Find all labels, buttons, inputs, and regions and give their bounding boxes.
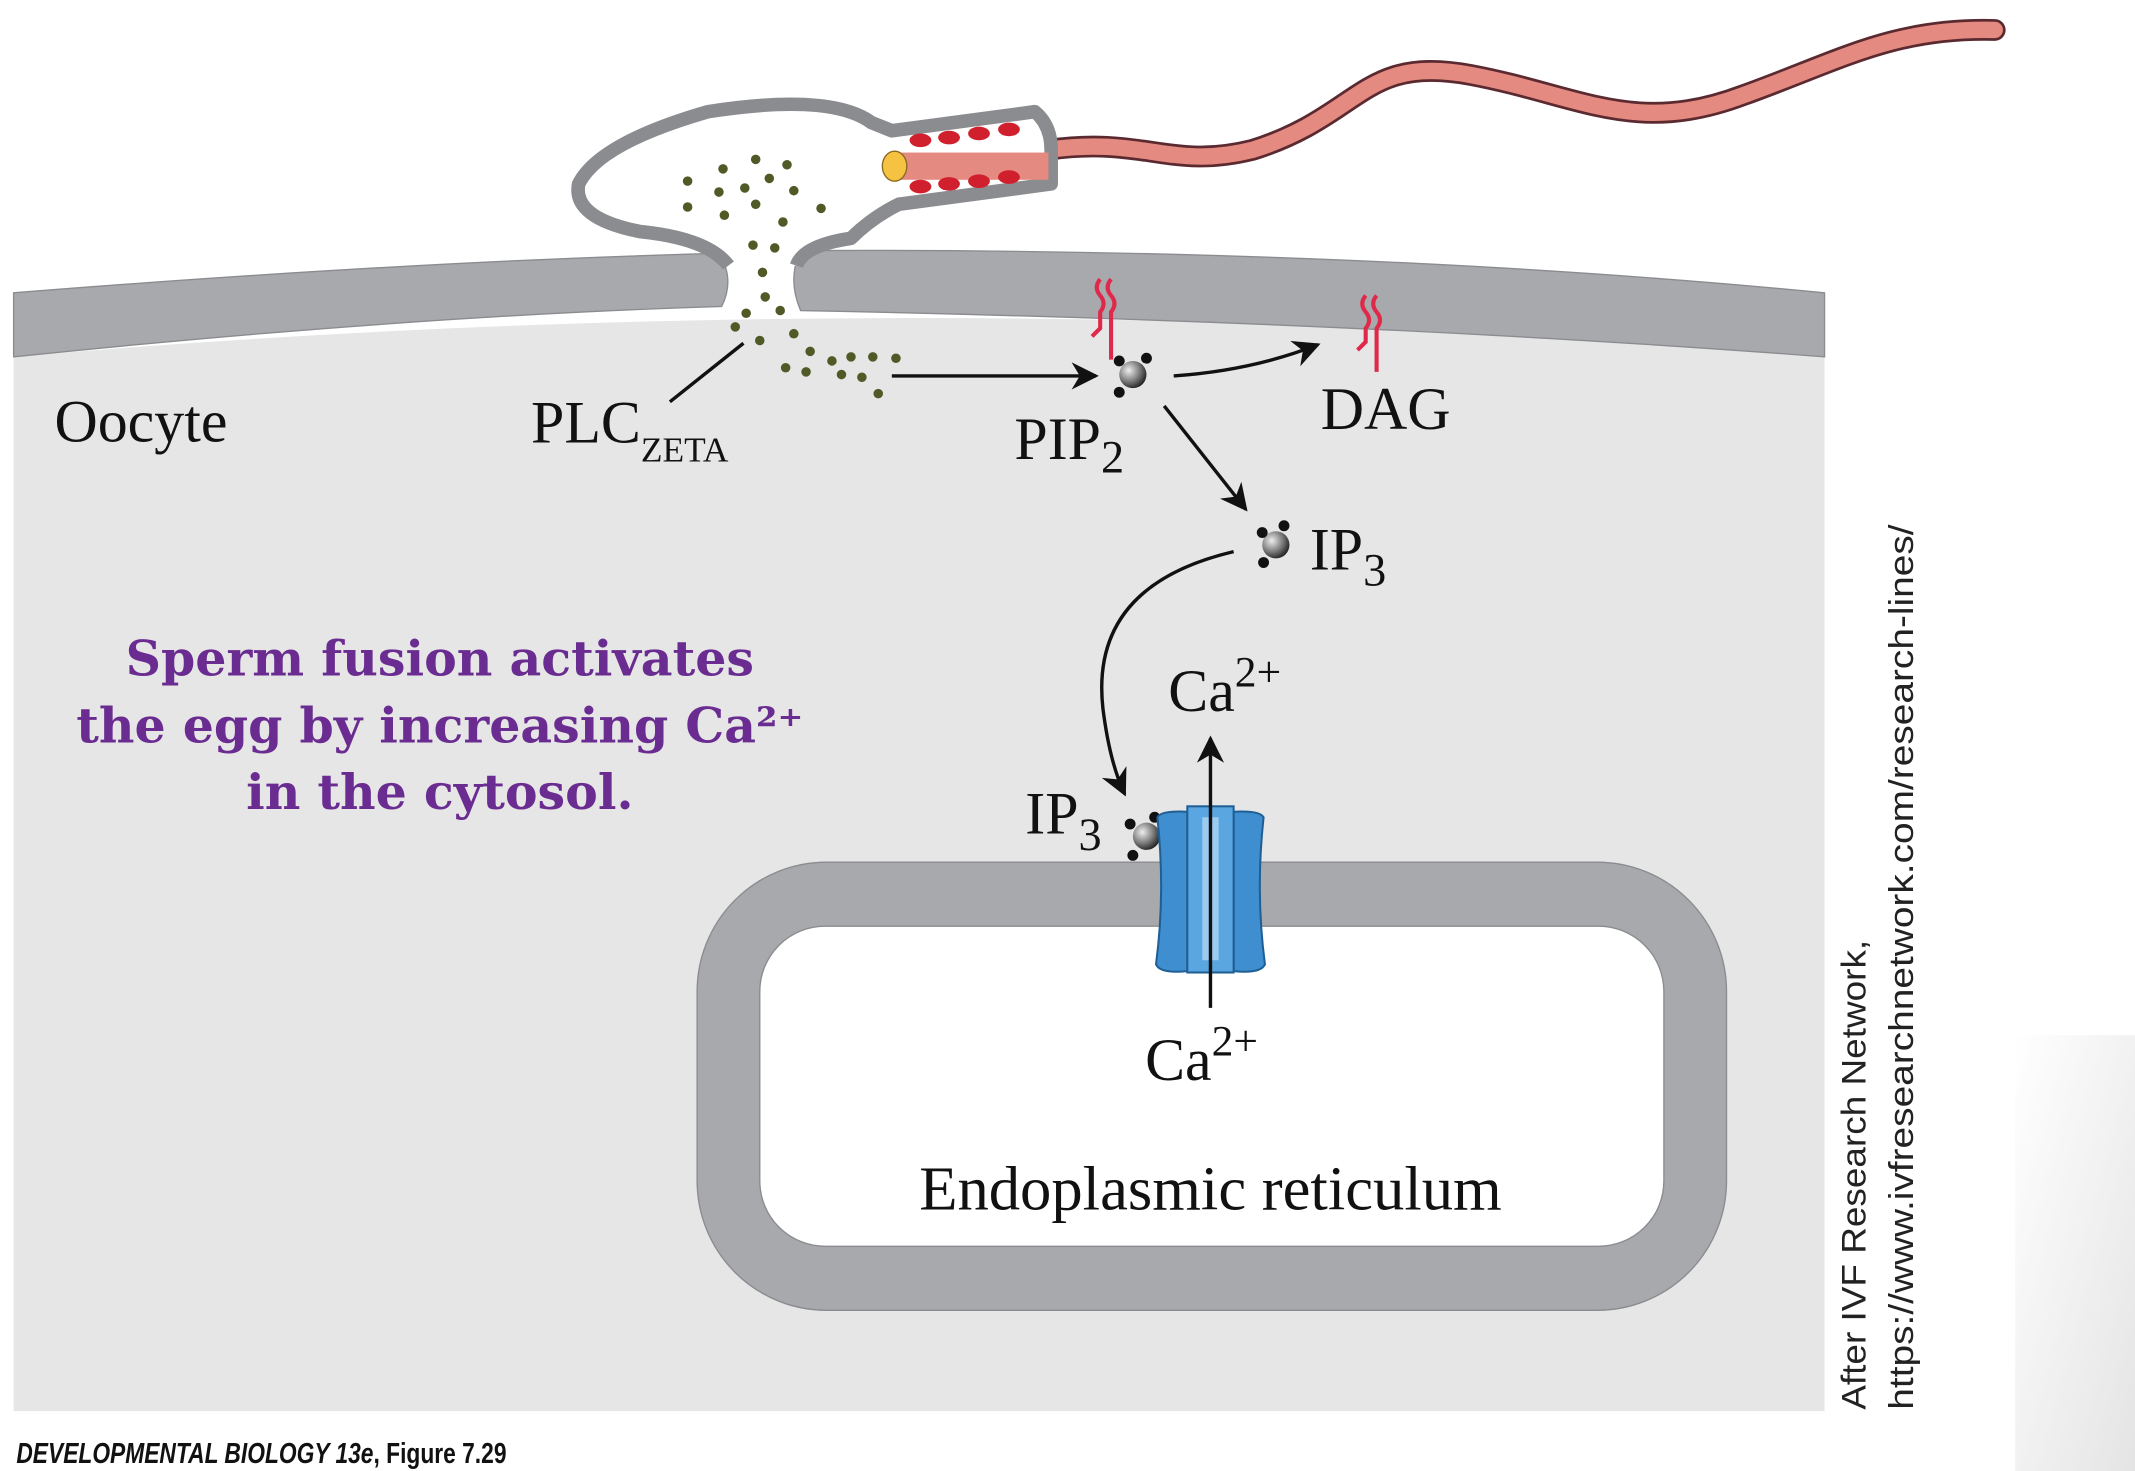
summary-text: the egg by increasing Ca²⁺: [76, 696, 803, 754]
centriole: [881, 150, 908, 182]
attribution-text: After IVF Research Network,: [1835, 940, 1873, 1410]
figure-caption: DEVELOPMENTAL BIOLOGY 13e, Figure 7.29: [16, 1438, 506, 1470]
plc-leader-line: [668, 341, 745, 404]
calcium-cytosol-label: Ca2+: [1168, 648, 1281, 724]
ip3-receptor-label: IP3: [1025, 781, 1101, 861]
attribution-url: https://www.ivfresearchnetwork.com/resea…: [1883, 524, 1921, 1410]
summary-text: Sperm fusion activates: [126, 630, 754, 688]
dag-lipid-tail: [1356, 294, 1383, 372]
pip2-to-dag-arrow: [1173, 340, 1321, 378]
ip3-label: IP3: [1310, 516, 1386, 596]
pip2-to-ip3-arrow: [1162, 404, 1248, 512]
er-label: Endoplasmic reticulum: [919, 1153, 1502, 1223]
calcium-er-label: Ca2+: [1145, 1018, 1258, 1094]
sperm-head: [571, 97, 1058, 271]
sperm-midpiece: [893, 152, 1049, 180]
dag-label: DAG: [1321, 376, 1451, 442]
plc-zeta-particles: [682, 154, 901, 399]
pip2-molecule: [1113, 352, 1152, 398]
ip3-molecule: [1256, 520, 1290, 568]
summary-text: in the cytosol.: [246, 763, 633, 821]
plasma-membrane: [793, 249, 1826, 358]
sperm-tail: [1040, 21, 2003, 165]
ip3-to-receptor-arrow: [1100, 549, 1235, 797]
corner-shade: [2015, 1035, 2135, 1471]
ip3-receptor-channel: [1154, 805, 1266, 974]
pip2-label: PIP2: [1014, 406, 1124, 484]
oocyte-label: Oocyte: [54, 388, 227, 454]
plc-zeta-label: PLCZETA: [531, 390, 729, 470]
ip3-bound-molecule: [1124, 811, 1161, 861]
plasma-membrane: [12, 252, 729, 358]
mitochondria: [909, 122, 1020, 194]
pip2-lipid-tail: [1090, 277, 1117, 360]
